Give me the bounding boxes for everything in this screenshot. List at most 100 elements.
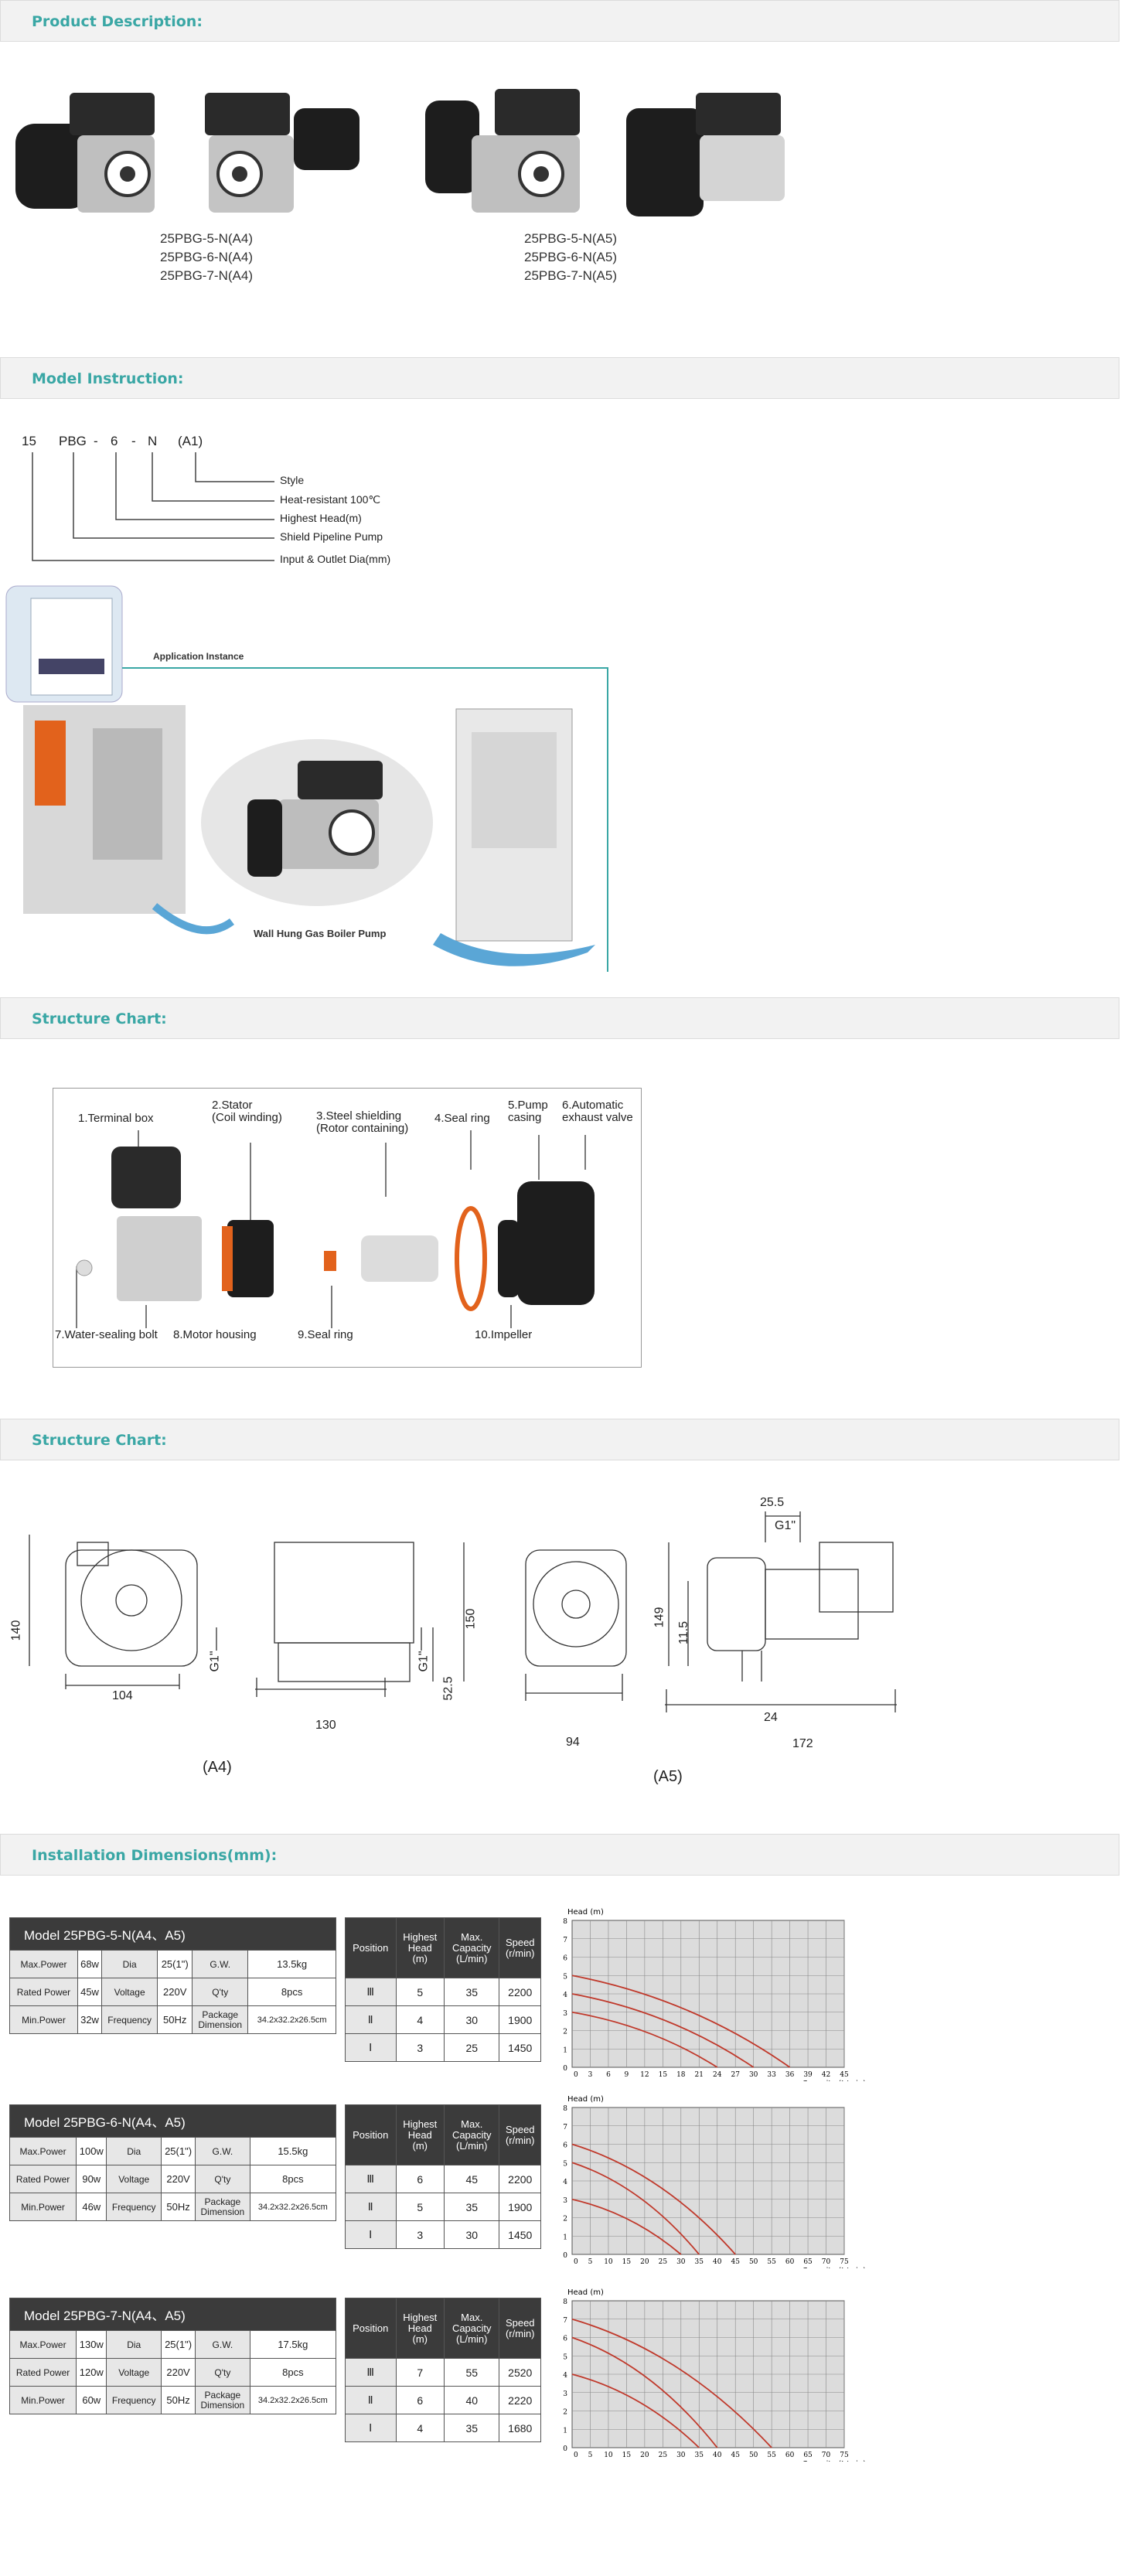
cell: Rated Power xyxy=(9,2165,77,2193)
x-tick-label: 0 xyxy=(574,2452,578,2459)
cell: 30 xyxy=(443,2005,500,2034)
code-label: Input & Outlet Dia(mm) xyxy=(280,553,391,565)
label-terminal: 1.Terminal box xyxy=(78,1112,154,1125)
cell: Frequency xyxy=(106,2386,162,2414)
code-part: PBG xyxy=(59,434,87,448)
product-images xyxy=(15,89,785,216)
y-tick-label: 1 xyxy=(563,2427,567,2435)
cell: Dia xyxy=(106,2137,162,2165)
x-tick-label: 55 xyxy=(767,2452,776,2459)
cell: G.W. xyxy=(195,2330,250,2359)
cell: Highest Head (m) xyxy=(395,2104,445,2165)
y-tick-label: 4 xyxy=(563,2372,567,2380)
series-line xyxy=(571,2373,700,2448)
y-tick-label: 7 xyxy=(563,1937,567,1944)
x-tick-label: 20 xyxy=(640,2258,649,2266)
x-axis-label: Capacity (L/min) xyxy=(802,2267,867,2268)
cell: 90w xyxy=(76,2165,107,2193)
x-tick-label: 60 xyxy=(785,2258,795,2266)
x-tick-label: 30 xyxy=(676,2258,686,2266)
application-caption: Wall Hung Gas Boiler Pump xyxy=(254,928,387,939)
cell: 13.5kg xyxy=(247,1950,336,1978)
cell: Speed (r/min) xyxy=(499,2104,541,2165)
x-tick-label: 55 xyxy=(767,2258,776,2266)
dim-label: G1" xyxy=(417,1651,431,1672)
cell: Q'ty xyxy=(192,1978,249,2006)
series-line xyxy=(571,1975,791,2068)
y-tick-label: 4 xyxy=(563,2179,567,2186)
y-tick-label: 1 xyxy=(563,2234,567,2241)
water-sealing-bolt xyxy=(76,1259,93,1276)
section-product: Product Description: xyxy=(0,0,1119,42)
cell: 60w xyxy=(76,2386,107,2414)
cell: 1900 xyxy=(499,2005,541,2034)
dim-label: 104 xyxy=(112,1689,133,1702)
y-tick-label: 3 xyxy=(563,2390,567,2398)
cell: Min.Power xyxy=(9,2005,78,2034)
cell: 2200 xyxy=(499,2165,541,2193)
x-tick-label: 6 xyxy=(606,2071,611,2079)
cell: Ⅰ xyxy=(345,2033,397,2062)
cell: 220V xyxy=(161,2165,196,2193)
y-tick-label: 0 xyxy=(563,2065,567,2073)
cell: 15.5kg xyxy=(249,2137,337,2165)
cell: Dia xyxy=(106,2330,162,2359)
dim-label: 149 xyxy=(652,1607,666,1628)
y-tick-label: 7 xyxy=(563,2124,567,2131)
y-tick-label: 2 xyxy=(563,2409,567,2417)
code-part: (A1) xyxy=(178,434,203,448)
series-line xyxy=(571,2162,700,2255)
section-model: Model Instruction: xyxy=(0,357,1119,399)
x-tick-label: 5 xyxy=(588,2452,593,2459)
cell: 5 xyxy=(395,2193,445,2221)
x-tick-label: 45 xyxy=(731,2452,740,2459)
cell: 50Hz xyxy=(161,2386,196,2414)
product-name: 25PBG-7-N(A4) xyxy=(160,268,253,283)
cell: Ⅰ xyxy=(345,2414,397,2442)
y-axis-label: Head (m) xyxy=(567,2288,604,2297)
y-tick-label: 7 xyxy=(563,2317,567,2325)
dim-label: 11.5 xyxy=(676,1621,690,1644)
model-title: Model 25PBG-5-N(A4、A5) xyxy=(9,1917,336,1951)
x-tick-label: 10 xyxy=(604,2258,613,2266)
series-line xyxy=(571,2143,736,2255)
motor-housing xyxy=(117,1216,202,1301)
cell: 50Hz xyxy=(161,2193,196,2221)
x-axis-label: Capacity (L/min) xyxy=(802,2460,867,2462)
drawing-tag: (A4) xyxy=(203,1759,232,1776)
series-line xyxy=(571,2336,718,2448)
x-tick-label: 75 xyxy=(840,2452,849,2459)
product-list-a5: 25PBG-5-N(A5) 25PBG-6-N(A5) 25PBG-7-N(A5… xyxy=(524,230,617,285)
cell: 100w xyxy=(76,2137,107,2165)
cell: 34.2x32.2x26.5cm xyxy=(247,2005,336,2034)
pump-image xyxy=(205,93,359,213)
cell: Max. Capacity (L/min) xyxy=(443,2298,500,2359)
section-title: Installation Dimensions(mm): xyxy=(32,1847,278,1864)
x-tick-label: 20 xyxy=(640,2452,649,2459)
x-tick-label: 70 xyxy=(822,2258,831,2266)
x-tick-label: 18 xyxy=(676,2071,686,2079)
model-code-diagram: 15 PBG - 6 - N (A1) Style Heat-resistant… xyxy=(0,429,433,576)
x-tick-label: 24 xyxy=(713,2071,722,2079)
cell: Rated Power xyxy=(9,1978,78,2006)
cell: 2200 xyxy=(499,1978,541,2006)
cell: Position xyxy=(345,2298,397,2359)
x-tick-label: 25 xyxy=(659,2258,668,2266)
cell: 8pcs xyxy=(249,2358,337,2387)
terminal-box xyxy=(111,1147,181,1208)
dim-label: 94 xyxy=(566,1736,580,1749)
cell: Dia xyxy=(101,1950,158,1978)
cell: 34.2x32.2x26.5cm xyxy=(249,2193,337,2221)
y-axis-label: Head (m) xyxy=(567,2095,604,2104)
cell: Q'ty xyxy=(195,2165,250,2193)
cell: Ⅲ xyxy=(345,2165,397,2193)
y-tick-label: 6 xyxy=(563,1955,567,1963)
cell: 220V xyxy=(157,1978,193,2006)
cell: 55 xyxy=(443,2358,500,2387)
x-tick-label: 5 xyxy=(588,2258,593,2266)
cell: Max. Capacity (L/min) xyxy=(443,2104,500,2165)
